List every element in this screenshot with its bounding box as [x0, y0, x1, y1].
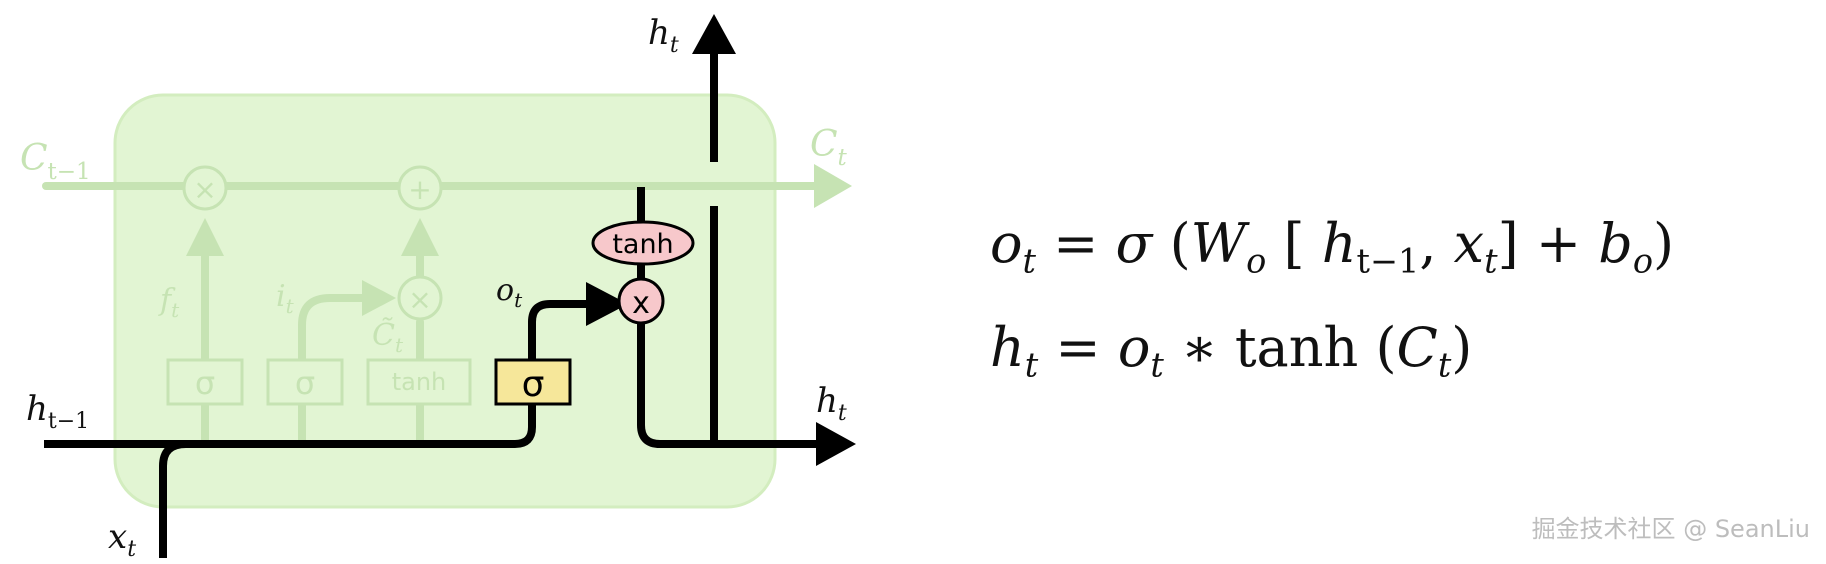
i-gate-label: it	[276, 279, 295, 318]
o-gate-path	[528, 300, 598, 360]
h-prev-label: ht−1	[26, 389, 89, 434]
output-tanh-label: tanh	[612, 229, 673, 260]
output-sigma-label: σ	[522, 364, 545, 405]
active-paths	[44, 50, 822, 558]
input-multiply-op	[397, 275, 443, 321]
o-gate-label: ot	[496, 273, 523, 312]
c-tilde-label: C̃t	[372, 318, 404, 357]
watermark: 掘金技术社区 @ SeanLiu	[1531, 515, 1810, 543]
forget-multiply-op	[182, 165, 228, 211]
c-out-label: Ct	[810, 124, 848, 171]
forget-arrowhead	[186, 218, 224, 256]
output-multiply-op	[617, 277, 665, 325]
output-multiply-symbol: x	[632, 286, 650, 321]
forget-sigma-block	[166, 358, 244, 406]
output-tanh-block	[591, 220, 695, 266]
faded-ops: × + ×	[182, 165, 443, 321]
forget-multiply-symbol: ×	[193, 173, 216, 206]
hidden-state-equation: ht = ot ∗ tanh (Ct)	[990, 316, 1473, 385]
candidate-tanh-block	[366, 358, 472, 406]
faded-labels: Ct−1 Ct ft it C̃t	[20, 124, 848, 357]
cell-add-symbol: +	[408, 173, 431, 206]
cell-state-arrowhead	[814, 164, 852, 208]
output-gate-equation: ot = σ (Wo [ ht−1, xt] + bo)	[990, 212, 1675, 281]
h-right-label: ht	[816, 381, 847, 426]
c-prev-label: Ct−1	[20, 138, 91, 185]
forget-sigma-label: σ	[195, 364, 215, 402]
multiply-to-output-path	[637, 324, 822, 448]
candidate-tanh-label: tanh	[392, 368, 447, 396]
active-arrowheads	[586, 14, 856, 466]
x-input-label: xt	[108, 517, 136, 562]
faded-arrowheads	[186, 164, 852, 316]
input-gate-path	[298, 294, 376, 447]
output-sigma-block	[494, 358, 572, 406]
cell-add-op	[397, 165, 443, 211]
input-sigma-label: σ	[295, 364, 315, 402]
h-right-arrowhead	[816, 422, 856, 466]
x-input-path	[159, 440, 187, 558]
input-multiply-symbol: ×	[408, 283, 431, 316]
input-sigma-block	[266, 358, 344, 406]
h-top-label: ht	[648, 13, 679, 58]
h-prev-path	[44, 404, 536, 448]
add-arrowhead	[401, 218, 439, 256]
faded-blocks: σ σ tanh	[166, 358, 472, 406]
o-gate-arrowhead	[586, 282, 628, 326]
input-arrowhead	[362, 280, 396, 316]
h-top-arrowhead	[692, 14, 736, 54]
